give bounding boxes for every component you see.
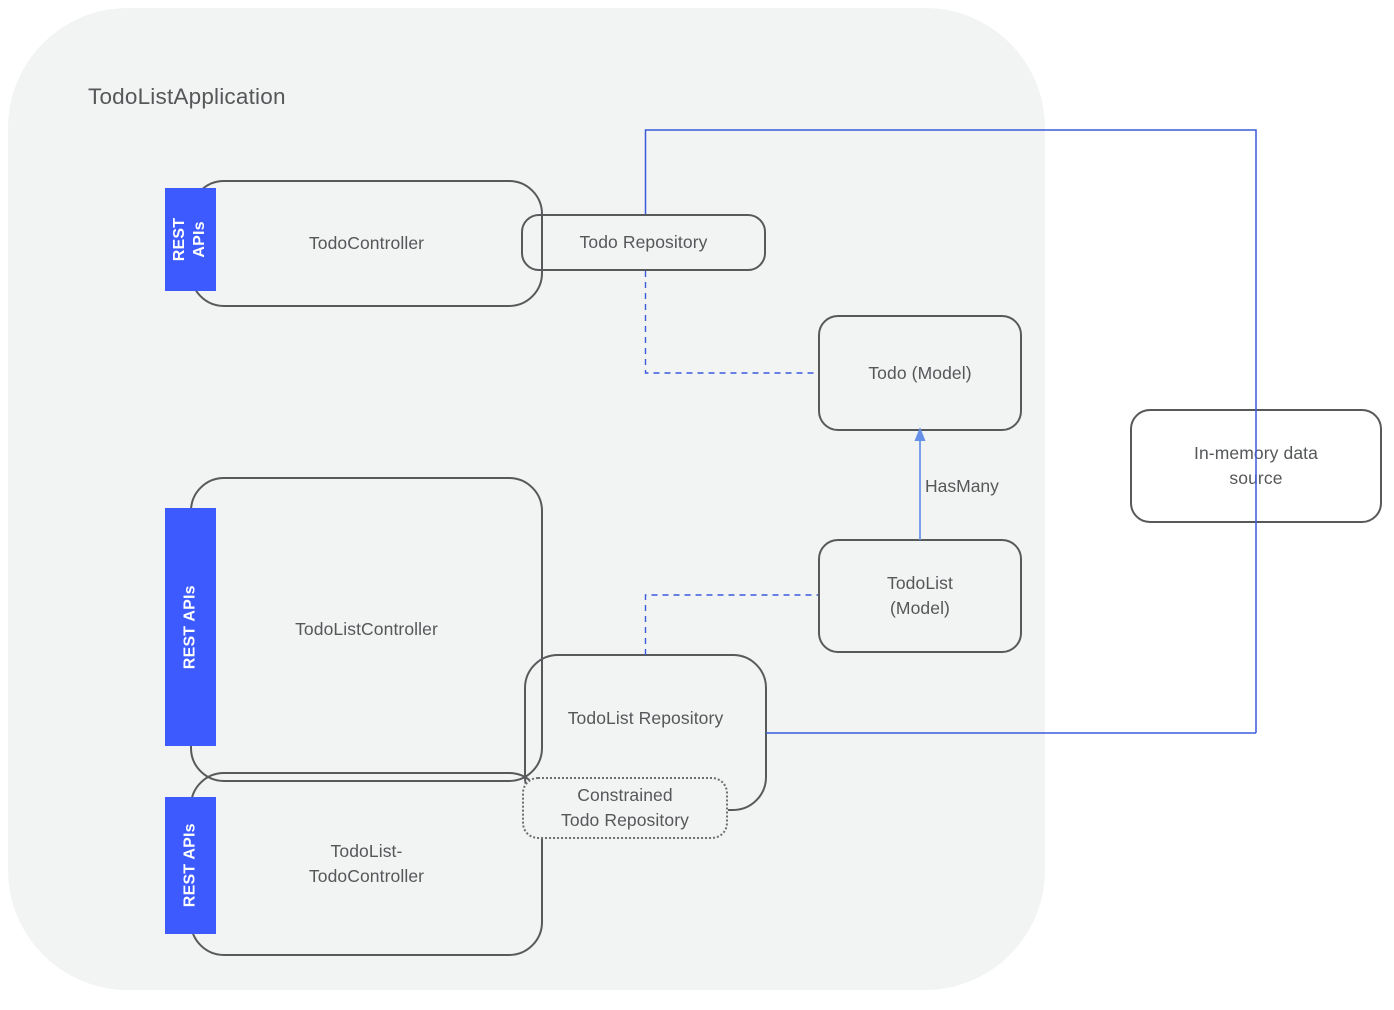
datasource-line-2: source [1229, 468, 1283, 488]
node-in-memory-data-source-label: In-memory data source [1186, 441, 1326, 491]
todolist-todo-controller-line-1: TodoList- [330, 841, 403, 862]
node-todolist-controller[interactable]: TodoListController [190, 477, 543, 782]
todolist-todo-controller-line-2: TodoController [308, 866, 425, 886]
node-todo-model[interactable]: Todo (Model) [818, 315, 1022, 431]
rest-apis-badge-todolist-todo-controller-label: REST APIs [181, 823, 199, 908]
todolist-model-line-1: TodoList [887, 573, 953, 594]
node-todolist-controller-label: TodoListController [295, 619, 438, 640]
hasmany-label: HasMany [925, 476, 999, 496]
node-todolist-todo-controller-label: TodoList- TodoController [301, 839, 432, 889]
datasource-line-1: In-memory data [1194, 443, 1318, 464]
rest-apis-badge-todolist-controller[interactable]: REST APIs [165, 508, 216, 746]
node-todo-controller-label: TodoController [308, 233, 425, 254]
constrained-repo-line-2: Todo Repository [561, 810, 689, 830]
node-in-memory-data-source[interactable]: In-memory data source [1130, 409, 1382, 523]
rest-apis-badge-todo-controller[interactable]: REST APIs [165, 188, 216, 291]
rest-apis-badge-todolist-controller-label: REST APIs [181, 585, 199, 669]
node-todolist-model-label: TodoList (Model) [879, 571, 961, 621]
rest-apis-badge-todo-controller-label: REST APIs [171, 217, 209, 262]
todolist-model-line-2: (Model) [889, 598, 950, 618]
node-todo-repository[interactable]: Todo Repository [521, 214, 766, 271]
node-todolist-model[interactable]: TodoList (Model) [818, 539, 1022, 653]
constrained-repo-line-1: Constrained [577, 785, 673, 806]
node-todolist-todo-controller[interactable]: TodoList- TodoController [190, 772, 543, 956]
node-todo-controller[interactable]: TodoController [190, 180, 543, 307]
node-todo-model-label: Todo (Model) [868, 362, 972, 383]
rest-apis-badge-todolist-todo-controller[interactable]: REST APIs [165, 797, 216, 934]
application-title: TodoListApplication [88, 84, 286, 109]
node-todolist-repository-label: TodoList Repository [567, 708, 724, 729]
node-todo-repository-label: Todo Repository [579, 232, 708, 253]
